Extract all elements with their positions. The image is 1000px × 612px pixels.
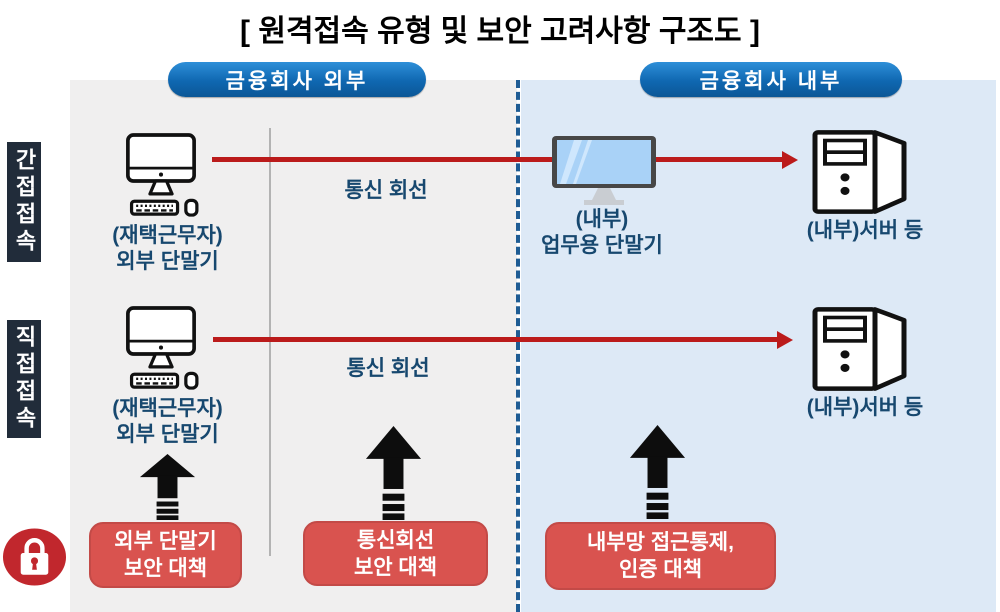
up-arrow-icon xyxy=(365,426,422,520)
internal-server-label-row1: (내부)서버 등 xyxy=(806,219,924,242)
connection-arrow-row1 xyxy=(212,151,798,169)
up-arrow-icon xyxy=(629,425,686,519)
internal-server-label-row2: (내부)서버 등 xyxy=(806,396,924,419)
arrowhead-icon xyxy=(782,151,798,169)
zone-header-internal: 금융회사 내부 xyxy=(640,62,902,97)
connection-line xyxy=(212,157,782,162)
column-divider-line xyxy=(269,128,271,556)
monitor-icon xyxy=(552,136,656,205)
desktop-computer-icon xyxy=(126,133,199,217)
measure-box-internal-network: 내부망 접근통제, 인증 대책 xyxy=(545,522,776,590)
external-terminal-label-row2: (재택근무자) 외부 단말기 xyxy=(112,397,223,446)
server-tower-icon xyxy=(812,130,907,214)
desktop-computer-icon xyxy=(126,306,199,390)
connection-arrow-row2 xyxy=(213,331,793,349)
row-label-direct-access: 직접접속 xyxy=(7,320,41,438)
row-label-indirect-access: 간접접속 xyxy=(7,142,41,262)
zone-header-external: 금융회사 외부 xyxy=(168,62,426,97)
measure-box-communication-line: 통신회선 보안 대책 xyxy=(303,521,488,586)
measure-box-external-terminal: 외부 단말기 보안 대책 xyxy=(89,522,242,588)
link-label-row2: 통신 회선 xyxy=(346,357,430,380)
server-tower-icon xyxy=(812,307,907,391)
up-arrow-icon xyxy=(139,454,196,520)
lock-icon xyxy=(2,528,67,586)
link-label-row1: 통신 회선 xyxy=(344,179,428,202)
internal-terminal-label: (내부) 업무용 단말기 xyxy=(541,208,663,257)
external-terminal-label-row1: (재택근무자) 외부 단말기 xyxy=(112,224,223,273)
arrowhead-icon xyxy=(777,331,793,349)
page-title: [ 원격접속 유형 및 보안 고려사항 구조도 ] xyxy=(240,15,760,48)
zone-boundary-dashed-line xyxy=(516,80,520,612)
connection-line xyxy=(213,337,777,342)
